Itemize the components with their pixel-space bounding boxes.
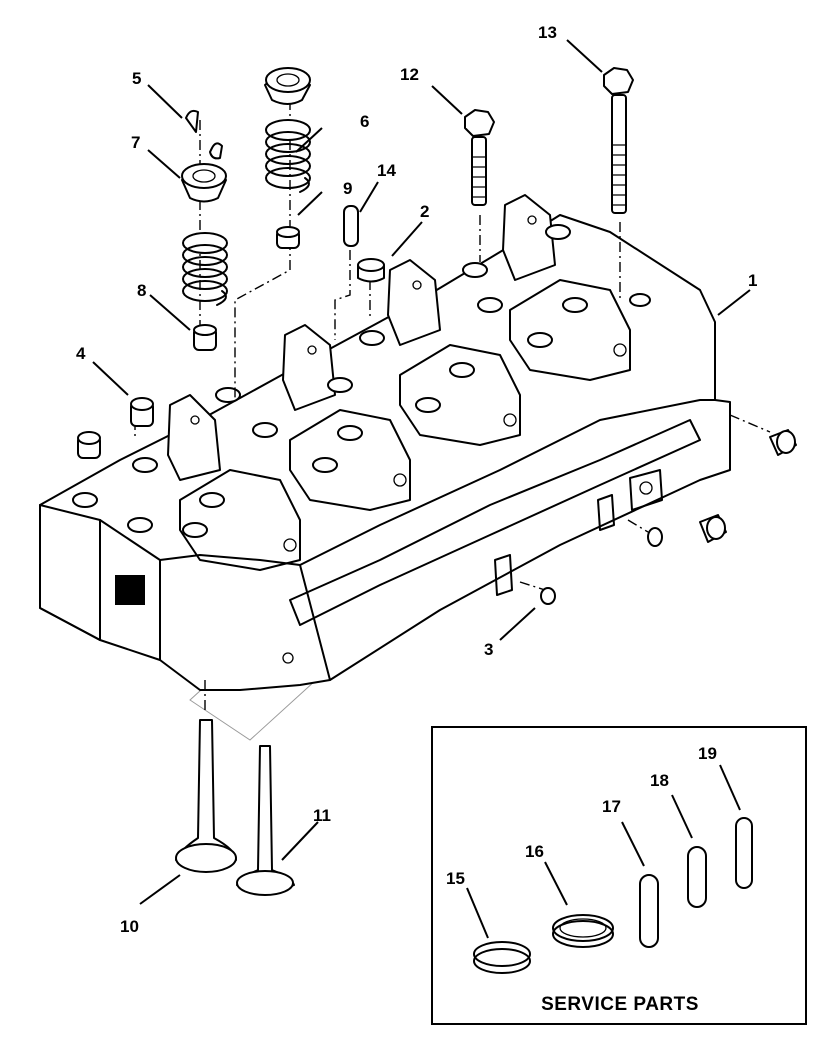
callout-13: 13 <box>538 23 557 42</box>
callout-12: 12 <box>400 65 419 84</box>
shaded-port <box>115 575 145 605</box>
plug[interactable] <box>540 587 556 605</box>
valve-stem-seal-9[interactable] <box>276 226 300 249</box>
cup-plug[interactable] <box>77 397 154 459</box>
cylinder-head[interactable] <box>39 194 731 691</box>
intake-valve[interactable] <box>175 719 237 873</box>
exhaust-valve[interactable] <box>236 745 295 896</box>
callout-3: 3 <box>484 640 494 659</box>
callout-9: 9 <box>343 179 353 198</box>
service-guide-19[interactable] <box>735 817 753 889</box>
service-guide-18[interactable] <box>687 846 707 908</box>
seat-insert[interactable] <box>357 258 385 283</box>
callout-11: 11 <box>313 806 331 825</box>
assembly-lines <box>134 100 771 712</box>
service-parts-title: SERVICE PARTS <box>541 994 699 1015</box>
spring-retainer[interactable] <box>181 163 227 203</box>
service-seat-ring[interactable] <box>473 941 531 974</box>
valve-tops <box>182 297 627 552</box>
service-guide-17[interactable] <box>639 874 659 948</box>
service-parts-box <box>431 726 807 1025</box>
callout-7: 7 <box>131 133 141 152</box>
callout-5: 5 <box>132 69 142 88</box>
callout-17: 17 <box>602 797 621 816</box>
callout-14: 14 <box>377 161 396 180</box>
plugs-right[interactable] <box>647 429 797 547</box>
spring-retainer-upper[interactable] <box>264 67 311 105</box>
callout-arrows <box>92 39 751 905</box>
bolt-holes <box>72 224 651 533</box>
valve-stem-seal-8[interactable] <box>193 324 217 351</box>
callout-15: 15 <box>446 869 465 888</box>
callout-8: 8 <box>137 281 147 300</box>
callout-2: 2 <box>420 202 430 221</box>
service-seat-ring-large[interactable] <box>552 914 614 948</box>
valve-guide[interactable] <box>343 205 359 247</box>
valve-spring[interactable] <box>265 119 311 193</box>
valve-spring-2[interactable] <box>182 232 228 306</box>
callout-19: 19 <box>698 744 717 763</box>
callout-16: 16 <box>525 842 544 861</box>
callout-1: 1 <box>748 271 758 290</box>
callout-4: 4 <box>76 344 86 363</box>
valve-collet[interactable] <box>185 109 223 160</box>
callout-18: 18 <box>650 771 669 790</box>
callout-6: 6 <box>360 112 370 131</box>
head-bolt-short[interactable] <box>464 109 495 206</box>
head-bolt-long[interactable] <box>603 67 634 214</box>
callout-10: 10 <box>120 917 139 936</box>
